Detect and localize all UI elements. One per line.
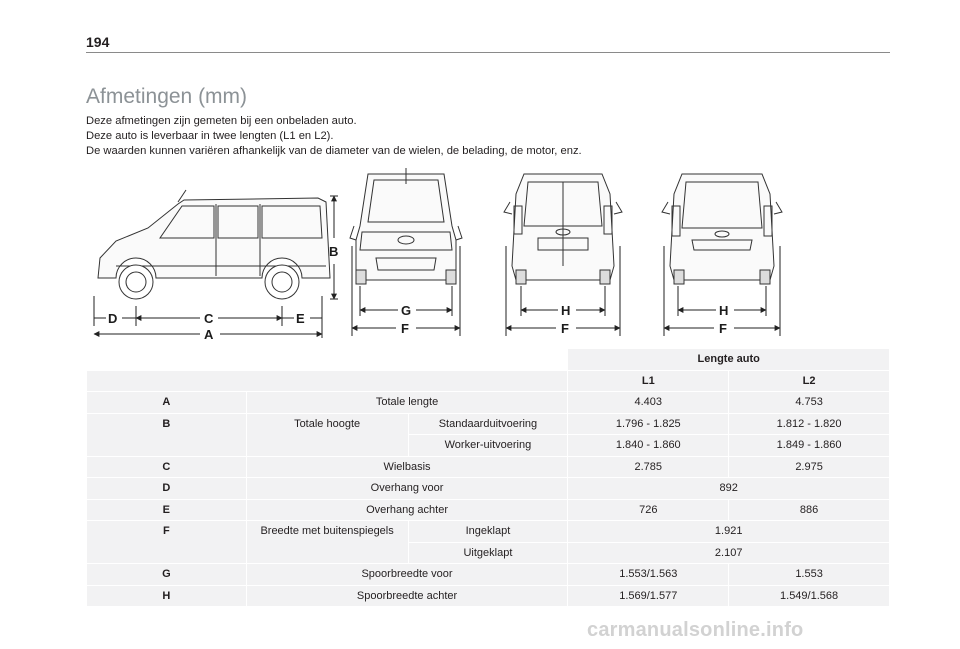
dim-label-h-rear1: H	[561, 303, 570, 318]
table-row-a: A Totale lengte 4.403 4.753	[86, 391, 890, 414]
table-row-f: F Breedte met buitenspiegels Ingeklapt 1…	[86, 520, 890, 564]
side-height-dimension	[330, 195, 338, 300]
dim-label-f-rear1: F	[561, 321, 569, 336]
dim-label-h-rear2: H	[719, 303, 728, 318]
front-width-dimensions	[351, 246, 461, 336]
intro-line-3: De waarden kunnen variëren afhankelijk v…	[86, 144, 582, 157]
rear2-width-dimensions	[663, 246, 781, 336]
header-vehicle-length: Lengte auto	[567, 348, 890, 371]
vehicle-dimension-drawings: B D C E A	[86, 166, 890, 344]
rear-view-drawing-1	[503, 173, 623, 285]
header-rule	[86, 52, 890, 53]
dimensions-table: Lengte auto L1 L2 A Totale lengte 4.403 …	[85, 348, 890, 607]
rear-view-drawing-2	[661, 173, 783, 285]
intro-line-2: Deze auto is leverbaar in twee lengten (…	[86, 129, 334, 142]
table-row-c: C Wielbasis 2.785 2.975	[86, 455, 890, 478]
table-row-h: H Spoorbreedte achter 1.569/1.577 1.549/…	[86, 584, 890, 607]
side-length-dimensions	[93, 296, 323, 338]
dim-label-a: A	[204, 327, 214, 342]
table-row-b-worker: Worker-uitvoering 1.840 - 1.860 1.849 - …	[87, 434, 890, 457]
table-row-f-unfolded: Uitgeklapt 2.107	[87, 541, 890, 564]
table-row-e: E Overhang achter 726 886	[86, 498, 890, 521]
intro-line-1: Deze afmetingen zijn gemeten bij een onb…	[86, 115, 357, 127]
intro-text: Deze afmetingen zijn gemeten bij een onb…	[86, 114, 582, 158]
header-l1: L1	[567, 369, 730, 392]
dim-label-b: B	[329, 244, 338, 259]
dim-label-e: E	[296, 311, 305, 326]
page-title: Afmetingen (mm)	[86, 85, 248, 108]
header-l2: L2	[728, 369, 890, 392]
watermark-footer: carmanualsonline.info	[587, 619, 804, 641]
table-row-g: G Spoorbreedte voor 1.553/1.563 1.553	[86, 563, 890, 586]
table-row-b: B Totale hoogte Standaarduitvoering 1.79…	[86, 412, 890, 457]
dim-label-g: G	[401, 303, 411, 318]
dim-label-f-front: F	[401, 321, 409, 336]
table-row-d: D Overhang voor 892	[86, 477, 890, 500]
front-view-drawing	[349, 168, 463, 285]
dim-label-c: C	[204, 311, 214, 326]
dim-label-f-rear2: F	[719, 321, 727, 336]
side-view-drawing	[97, 189, 331, 300]
rear1-width-dimensions	[505, 246, 621, 336]
page-number: 194	[86, 34, 110, 50]
table-subheader-row: L1 L2	[85, 369, 890, 392]
dim-label-d: D	[108, 311, 117, 326]
table-header-row: Lengte auto	[85, 348, 890, 371]
